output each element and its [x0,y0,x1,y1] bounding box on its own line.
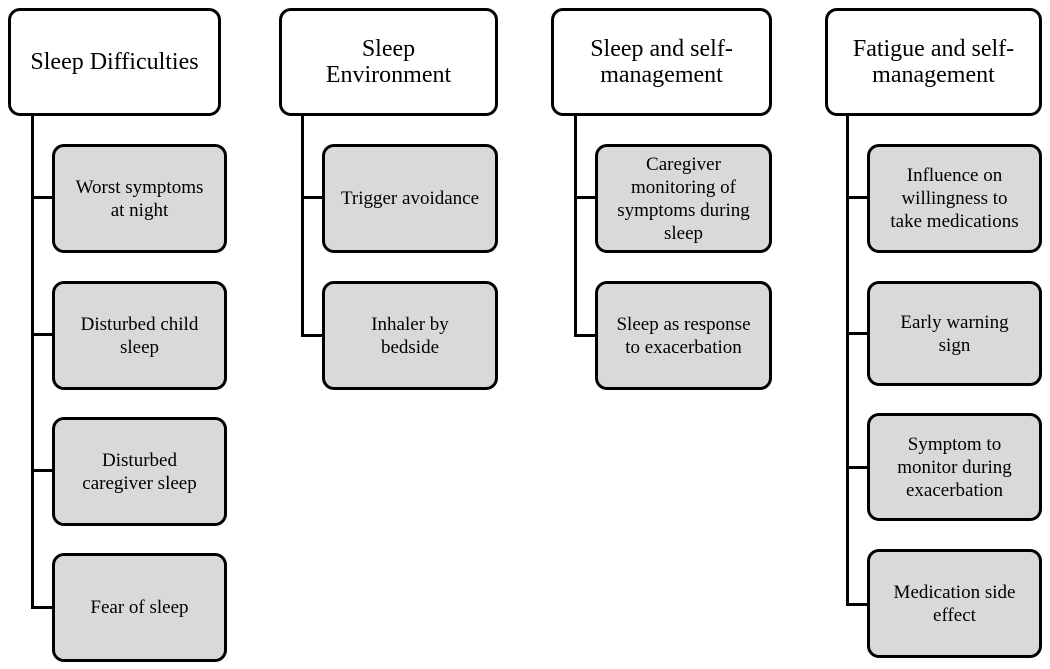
connector-branch [301,196,323,199]
header-label: Sleep Difficulties [30,49,199,75]
header-label: Sleep and self- management [590,36,733,88]
node-caregiver-monitoring: Caregiver monitoring of symptoms during … [595,144,772,253]
node-disturbed-child-sleep: Disturbed child sleep [52,281,227,390]
node-label: Fear of sleep [90,597,189,618]
node-label: Sleep as response to exacerbation [616,313,751,358]
node-label: Disturbed child sleep [80,313,199,358]
connector-branch [31,469,53,472]
header-sleep-environment: Sleep Environment [279,8,498,116]
node-label: Influence on willingness to take medicat… [890,165,1019,232]
node-influence-on-willingness: Influence on willingness to take medicat… [867,144,1042,253]
node-label: Inhaler by bedside [371,313,449,358]
node-inhaler-by-bedside: Inhaler by bedside [322,281,498,390]
connector-trunk [31,116,34,609]
connector-branch [846,466,868,469]
node-trigger-avoidance: Trigger avoidance [322,144,498,253]
node-fear-of-sleep: Fear of sleep [52,553,227,662]
connector-trunk [846,116,849,606]
node-label: Disturbed caregiver sleep [82,449,197,494]
connector-trunk [301,116,304,337]
header-sleep-and-self-management: Sleep and self- management [551,8,772,116]
connector-branch [574,334,596,337]
connector-branch [846,603,868,606]
node-early-warning-sign: Early warning sign [867,281,1042,386]
connector-branch [31,606,53,609]
header-label: Fatigue and self- management [852,36,1015,88]
node-label: Early warning sign [900,311,1009,356]
node-symptom-to-monitor: Symptom to monitor during exacerbation [867,413,1042,521]
connector-branch [31,196,53,199]
connector-branch [301,334,323,337]
node-label: Worst symptoms at night [75,176,204,221]
node-medication-side-effect: Medication side effect [867,549,1042,658]
connector-trunk [574,116,577,337]
connector-branch [846,332,868,335]
node-label: Caregiver monitoring of symptoms during … [617,153,750,244]
node-label: Trigger avoidance [340,188,480,209]
header-fatigue-and-self-management: Fatigue and self- management [825,8,1042,116]
node-sleep-as-response: Sleep as response to exacerbation [595,281,772,390]
connector-branch [574,196,596,199]
node-label: Medication side effect [893,581,1016,626]
node-disturbed-caregiver-sleep: Disturbed caregiver sleep [52,417,227,526]
connector-branch [31,333,53,336]
node-label: Symptom to monitor during exacerbation [897,433,1012,501]
node-worst-symptoms-at-night: Worst symptoms at night [52,144,227,253]
header-label: Sleep Environment [325,36,452,88]
header-sleep-difficulties: Sleep Difficulties [8,8,221,116]
connector-branch [846,196,868,199]
